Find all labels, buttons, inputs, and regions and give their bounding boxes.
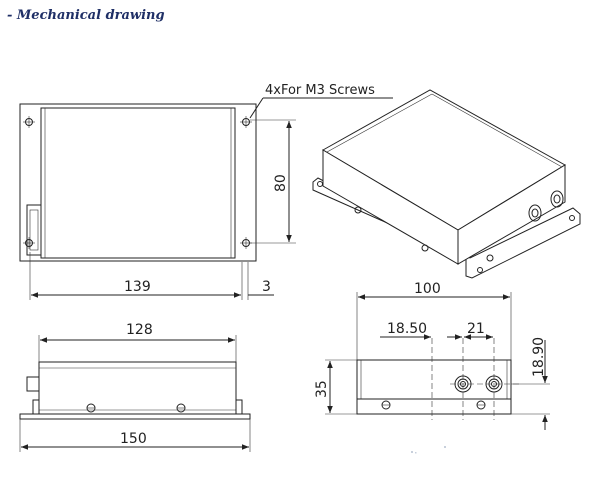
dim-150: 150 bbox=[120, 431, 147, 447]
top-view-connector bbox=[26, 204, 42, 256]
side-view-connector bbox=[26, 376, 40, 392]
side-view: 128 150 bbox=[19, 322, 251, 452]
top-view-body bbox=[40, 107, 236, 259]
dim-80: 80 bbox=[273, 174, 289, 192]
dim-35: 35 bbox=[314, 380, 330, 398]
isometric-view bbox=[312, 89, 581, 279]
dim-139: 139 bbox=[124, 279, 151, 295]
scan-marks bbox=[411, 446, 446, 454]
screws-note: 4xFor M3 Screws bbox=[265, 83, 375, 98]
end-view: 100 18.50 21 18.90 35 bbox=[314, 281, 550, 430]
dim-18-90: 18.90 bbox=[531, 337, 547, 377]
iso-front-face bbox=[457, 164, 566, 265]
side-view-body bbox=[38, 361, 237, 415]
iso-port-1 bbox=[528, 204, 542, 222]
page-title: - Mechanical drawing bbox=[7, 8, 165, 23]
side-view-flange bbox=[19, 413, 251, 420]
dim-128: 128 bbox=[126, 322, 153, 338]
dim-21: 21 bbox=[467, 321, 485, 337]
dim-3: 3 bbox=[262, 279, 271, 295]
iso-port-2 bbox=[550, 190, 564, 208]
top-view: 4xFor M3 Screws 80 139 3 bbox=[19, 83, 393, 300]
dim-100: 100 bbox=[414, 281, 441, 297]
dim-18-50: 18.50 bbox=[387, 321, 427, 337]
